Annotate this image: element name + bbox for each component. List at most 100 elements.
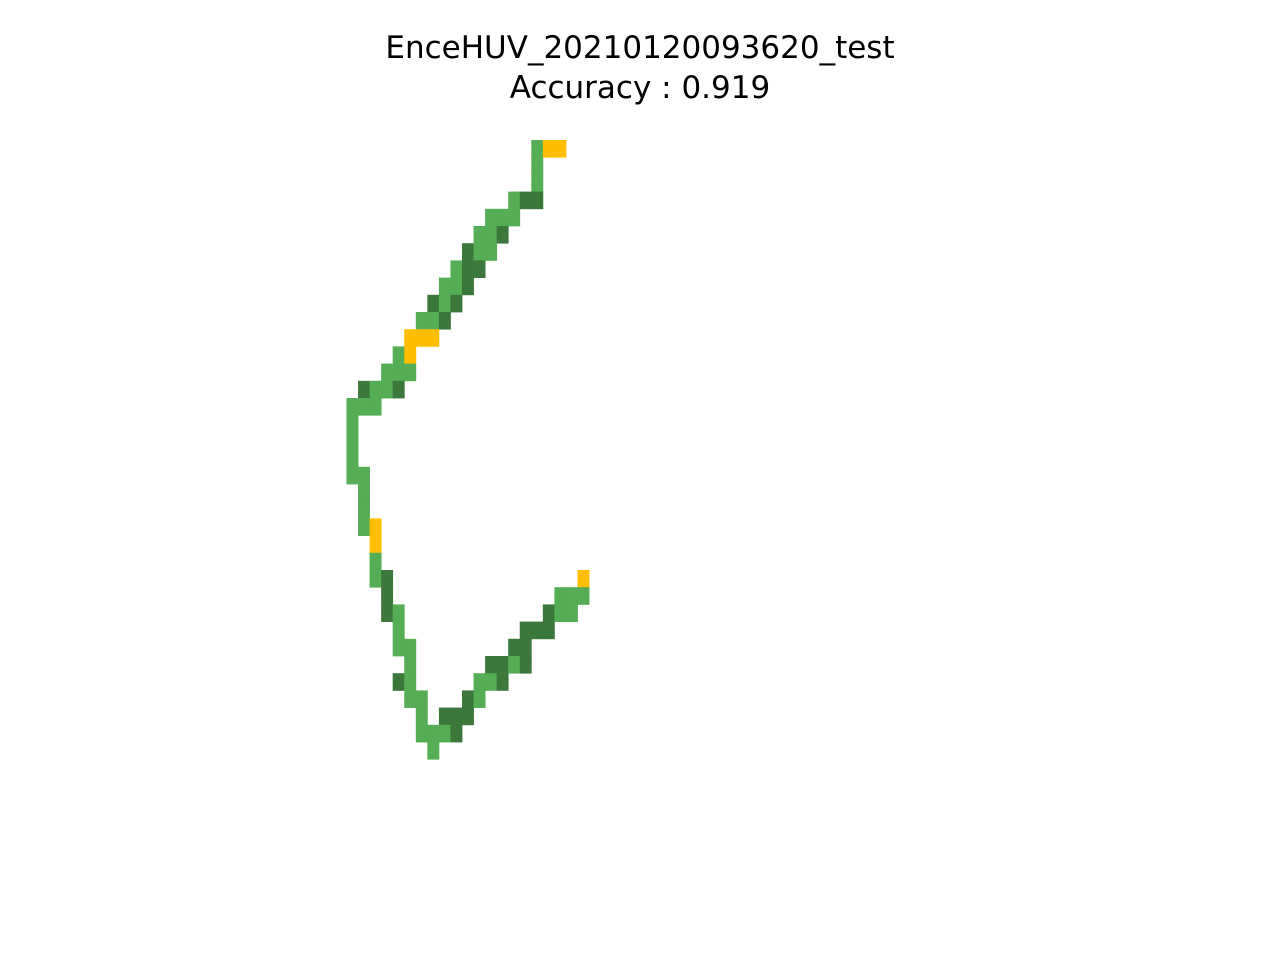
heatmap-cell-light-green (358, 518, 370, 536)
heatmap-cell-dark-green (519, 191, 532, 210)
heatmap-cell-light-green (404, 690, 417, 708)
heatmap-cell-light-green (381, 363, 394, 382)
heatmap-cell-light-green (392, 346, 405, 364)
heatmap-cell-light-green (565, 604, 578, 622)
heatmap-cell-light-green (392, 621, 405, 640)
heatmap-cell-yellow (404, 346, 417, 364)
heatmap-cell-light-green (473, 226, 486, 244)
heatmap-cell-light-green (508, 191, 521, 210)
heatmap-cell-light-green (369, 570, 382, 588)
heatmap-cell-dark-green (462, 707, 474, 726)
heatmap-cell-light-green (531, 174, 544, 192)
heatmap-cell-dark-green (381, 570, 394, 588)
heatmap-cell-light-green (346, 398, 359, 416)
heatmap-cell-light-green (369, 552, 382, 571)
heatmap-cell-dark-green (519, 656, 532, 674)
heatmap-cell-dark-green (381, 604, 394, 622)
heatmap-cell-yellow (577, 570, 590, 588)
heatmap-cell-dark-green (519, 638, 532, 657)
heatmap-cell-light-green (554, 604, 567, 622)
heatmap-cell-light-green (577, 587, 590, 605)
heatmap-cell-dark-green (462, 243, 474, 261)
heatmap-cell-light-green (346, 432, 359, 450)
heatmap-cell-light-green (438, 277, 451, 296)
heatmap-cell-light-green (473, 673, 486, 691)
heatmap-cell-dark-green (542, 604, 555, 622)
heatmap-cell-light-green (485, 208, 498, 227)
chart-title-line1: EnceHUV_20210120093620_test (385, 30, 895, 66)
heatmap-cell-dark-green (462, 260, 474, 278)
heatmap-cell-light-green (531, 140, 544, 158)
heatmap-cell-light-green (554, 587, 567, 605)
heatmap-cell-dark-green (438, 707, 451, 726)
heatmap-cell-dark-green (496, 226, 509, 244)
heatmap-cell-light-green (485, 226, 498, 244)
heatmap-cell-dark-green (450, 294, 463, 313)
heatmap-cell-dark-green (462, 690, 474, 708)
heatmap-cell-light-green (404, 363, 417, 382)
heatmap-cell-dark-green (462, 277, 474, 296)
heatmap-cell-light-green (473, 243, 486, 261)
heatmap-cell-light-green (392, 604, 405, 622)
heatmap-cell-light-green (381, 380, 394, 399)
heatmap-cell-light-green (485, 673, 498, 691)
heatmap-cell-yellow (415, 329, 428, 347)
heatmap-cell-light-green (369, 398, 382, 416)
heatmap-cell-light-green (346, 466, 359, 485)
heatmap-cell-dark-green (496, 656, 509, 674)
heatmap-cell-yellow (427, 329, 440, 347)
heatmap-cell-light-green (531, 157, 544, 175)
heatmap-cell-dark-green (542, 621, 555, 640)
heatmap-cell-light-green (346, 449, 359, 468)
heatmap-cell-dark-green (438, 312, 451, 330)
heatmap-cell-light-green (404, 656, 417, 674)
heatmap-cell-yellow (554, 140, 567, 158)
heatmap-cell-light-green (427, 742, 440, 760)
heatmap-cell-light-green (450, 260, 463, 278)
heatmap-cell-yellow (369, 535, 382, 554)
heatmap-cell-light-green (358, 484, 370, 502)
heatmap-cell-dark-green (496, 673, 509, 691)
heatmap-cell-light-green (565, 587, 578, 605)
heatmap-cell-light-green (369, 380, 382, 399)
heatmap-cell-dark-green (427, 294, 440, 313)
heatmap-cell-light-green (438, 724, 451, 743)
heatmap-cell-light-green (485, 243, 498, 261)
heatmap-cell-dark-green (450, 724, 463, 743)
heatmap-cell-dark-green (519, 621, 532, 640)
heatmap-cell-light-green (508, 208, 521, 227)
heatmap-cell-light-green (508, 656, 521, 674)
heatmap-cell-dark-green (392, 673, 405, 691)
heatmap-cell-dark-green (531, 191, 544, 210)
heatmap-cell-light-green (427, 724, 440, 743)
heatmap-cell-light-green (438, 294, 451, 313)
heatmap-cell-yellow (369, 518, 382, 536)
heatmap-cell-dark-green (508, 638, 521, 657)
heatmap-cell-yellow (542, 140, 555, 158)
heatmap-cell-dark-green (473, 260, 486, 278)
heatmap-cell-light-green (346, 415, 359, 433)
heatmap-cell-light-green (415, 724, 428, 743)
heatmap-cell-dark-green (450, 707, 463, 726)
heatmap-cell-dark-green (358, 380, 370, 399)
heatmap-cell-light-green (358, 501, 370, 519)
chart-title-line2: Accuracy : 0.919 (509, 70, 771, 106)
heatmap-cell-yellow (404, 329, 417, 347)
heatmap-cell-light-green (392, 363, 405, 382)
heatmap-cell-light-green (415, 312, 428, 330)
heatmap-cell-light-green (404, 673, 417, 691)
heatmap-cell-dark-green (531, 621, 544, 640)
heatmap-cell-dark-green (485, 656, 498, 674)
heatmap-cell-light-green (358, 466, 370, 485)
heatmap-cell-light-green (415, 690, 428, 708)
heatmap-cell-dark-green (381, 587, 394, 605)
heatmap-cell-light-green (415, 707, 428, 726)
heatmap-cell-dark-green (392, 380, 405, 399)
heatmap-cell-light-green (358, 398, 370, 416)
heatmap-cell-light-green (496, 208, 509, 227)
heatmap-cell-light-green (404, 638, 417, 657)
heatmap-cell-light-green (392, 638, 405, 657)
heatmap-cell-light-green (427, 312, 440, 330)
